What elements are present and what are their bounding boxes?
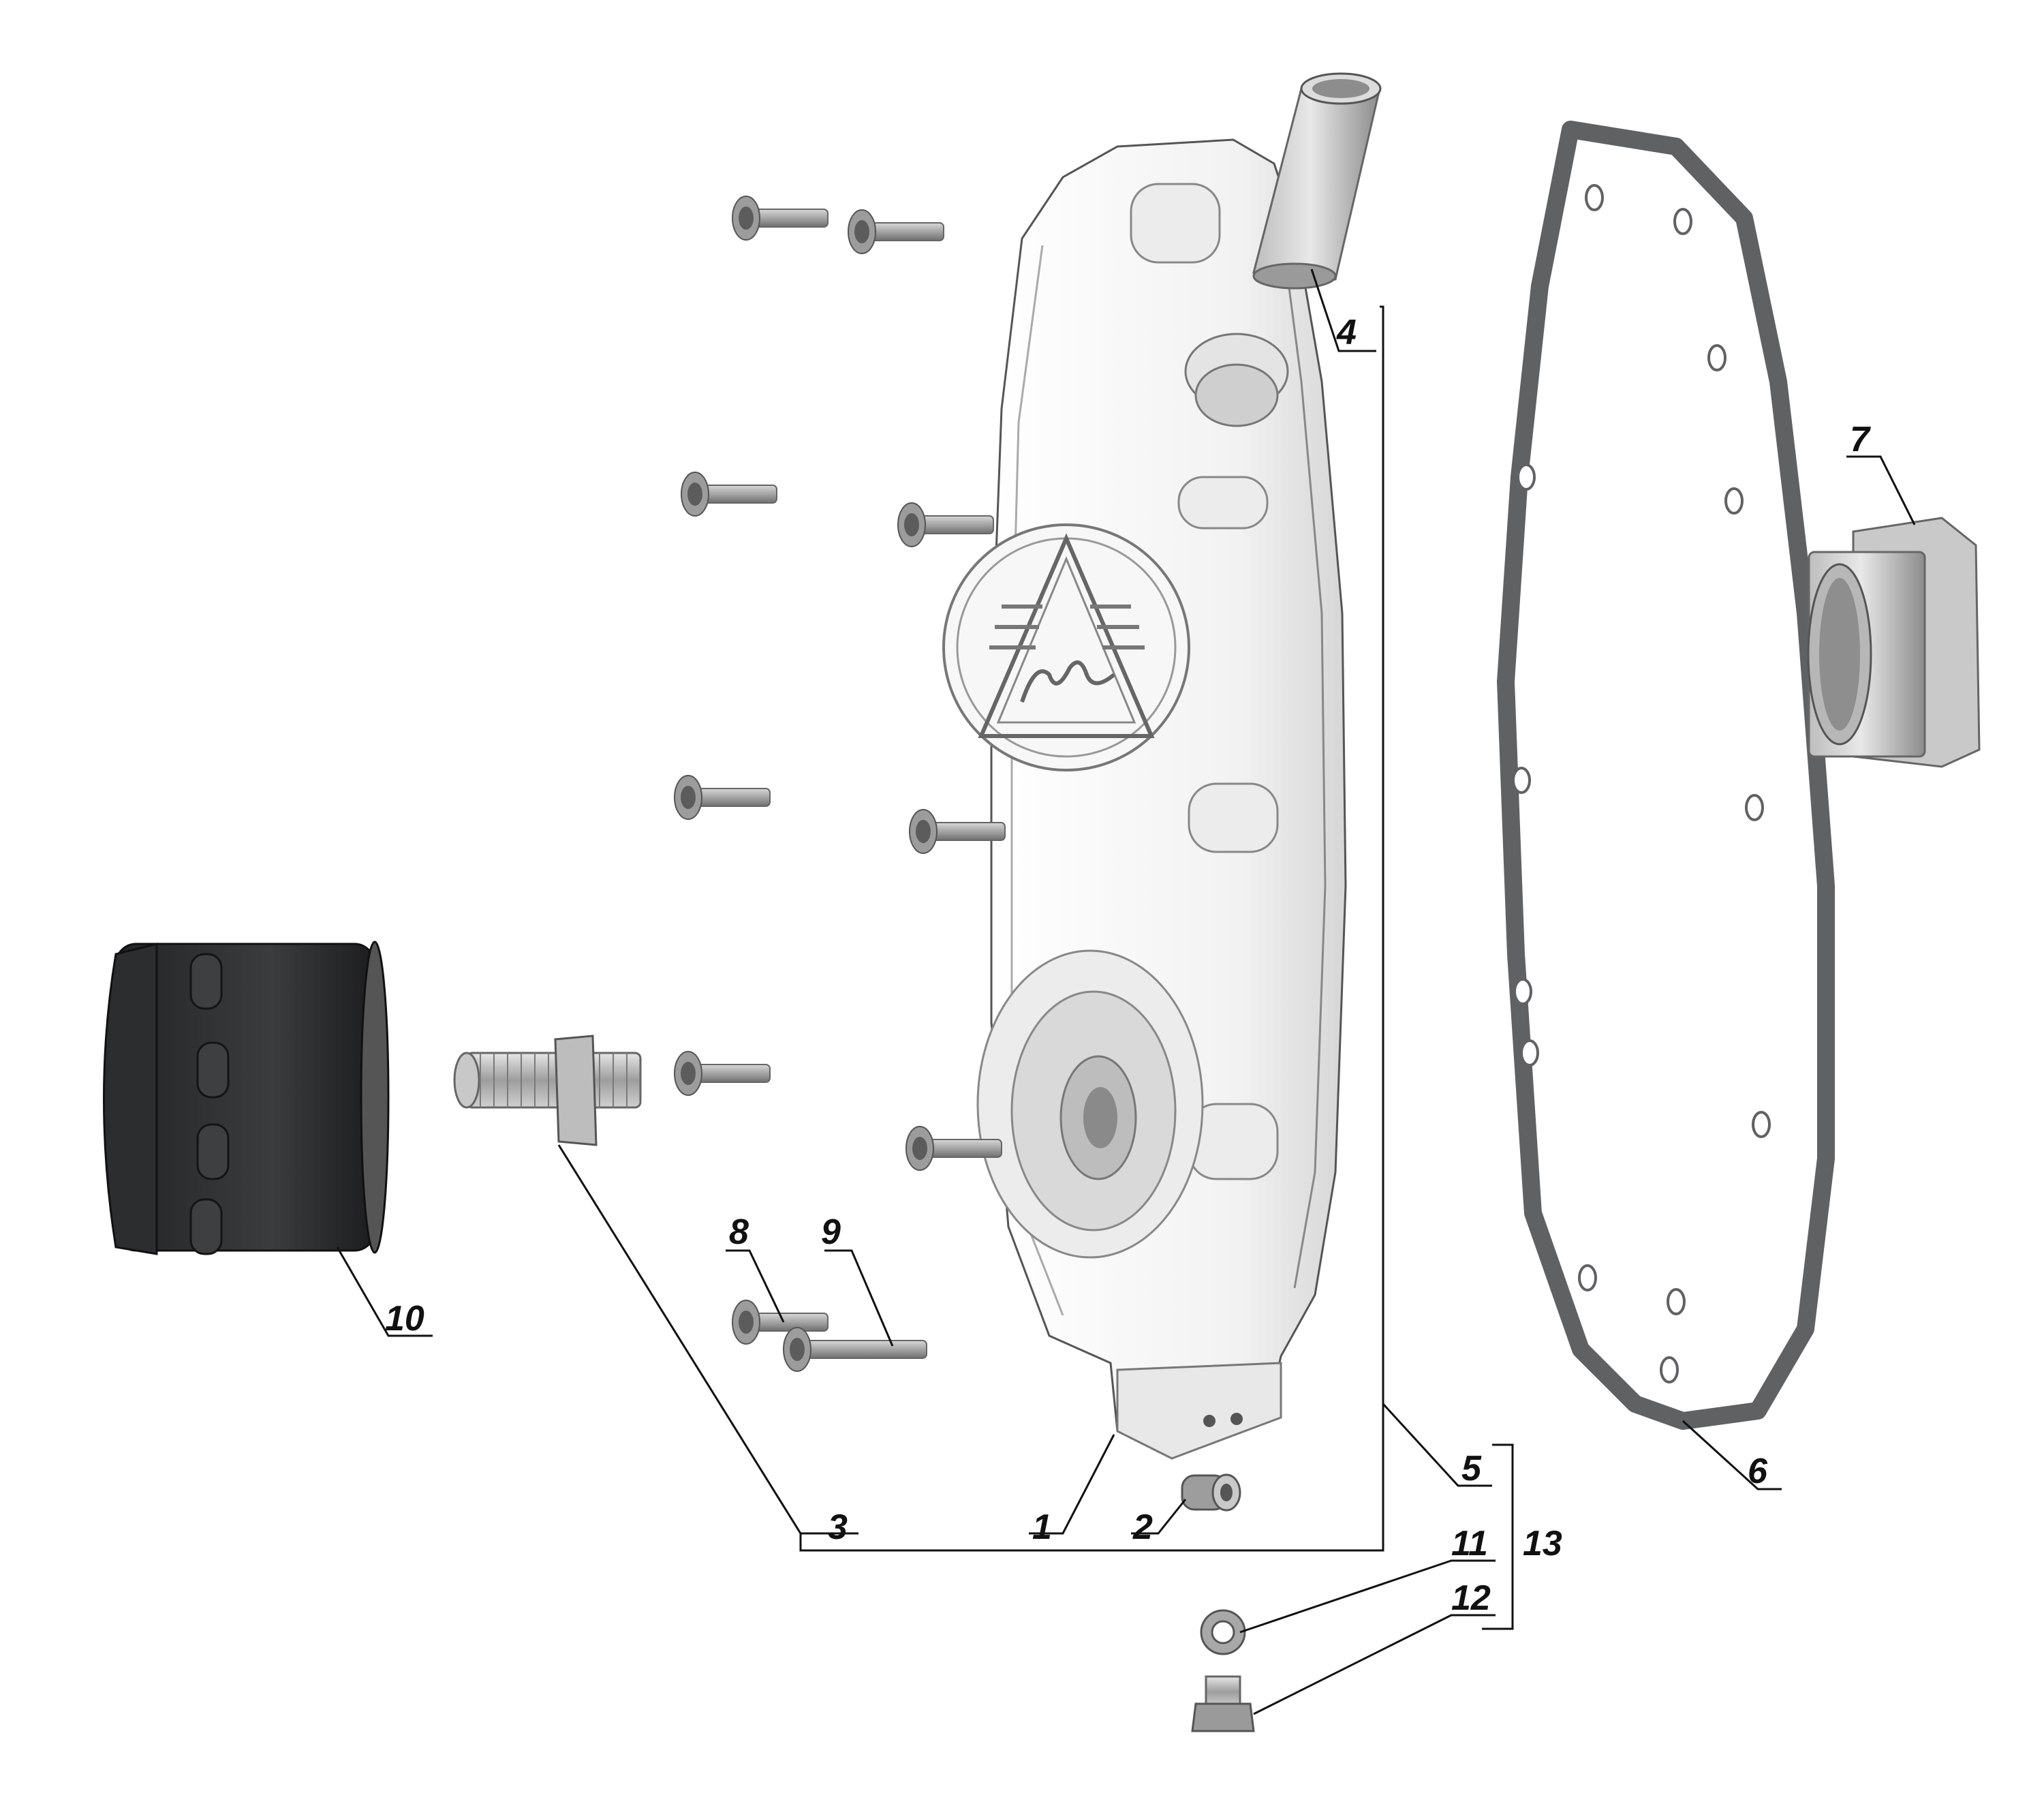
seal-sleeve-part-7 <box>1807 517 1981 768</box>
bolt-part-9 <box>783 1327 927 1372</box>
cover-bosses <box>1130 183 1279 1180</box>
callout-6: 6 <box>1748 1452 1768 1491</box>
oil-fitting-collar <box>1184 333 1289 427</box>
gasket-part-6 <box>1497 121 1835 1430</box>
callout-8: 8 <box>729 1212 749 1252</box>
callout-13: 13 <box>1523 1524 1562 1563</box>
breather-tube-part-4 <box>1252 72 1382 290</box>
drain-plug-part-12 <box>1191 1675 1255 1732</box>
callout-9: 9 <box>821 1212 841 1252</box>
ims-triangle-logo-icon <box>942 523 1190 771</box>
callout-10: 10 <box>385 1299 424 1338</box>
callout-7: 7 <box>1850 420 1871 459</box>
callout-1: 1 <box>1032 1507 1052 1547</box>
callout-5: 5 <box>1461 1449 1482 1488</box>
callout-11: 11 <box>1451 1524 1488 1563</box>
callout-3: 3 <box>828 1507 848 1547</box>
washer-part-11 <box>1200 1609 1246 1655</box>
oil-filter-part-10 <box>103 940 390 1255</box>
plug-part-2 <box>1181 1473 1241 1512</box>
filter-mount-seat <box>976 949 1204 1259</box>
bolt-part-8 <box>732 1300 829 1345</box>
callout-2: 2 <box>1132 1507 1153 1547</box>
callout-labels: 1 2 3 4 5 6 7 8 9 10 11 12 13 <box>385 313 1871 1618</box>
timing-cover-part-1 <box>942 138 1347 1460</box>
callout-4: 4 <box>1336 313 1357 352</box>
threaded-fitting-part-3 <box>453 1035 642 1146</box>
lower-drain-boss <box>1116 1362 1282 1460</box>
callout-12: 12 <box>1451 1578 1491 1618</box>
leader-lines <box>336 269 1916 1715</box>
